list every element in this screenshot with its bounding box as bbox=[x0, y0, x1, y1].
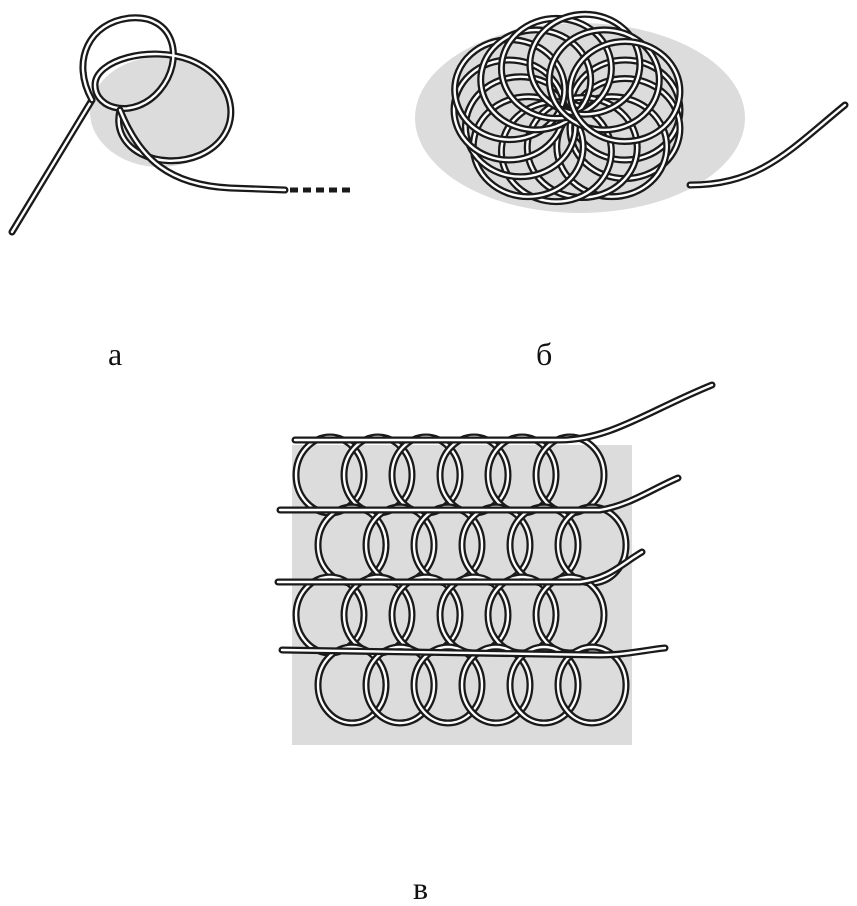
single-loop-knot-icon bbox=[12, 18, 350, 232]
figure-label-v: в bbox=[413, 872, 428, 904]
chain-mail-mesh-icon bbox=[278, 385, 712, 745]
spiral-coil-icon bbox=[415, 14, 845, 213]
figure-label-b: б bbox=[536, 338, 552, 370]
figure-label-a: а bbox=[108, 338, 122, 370]
